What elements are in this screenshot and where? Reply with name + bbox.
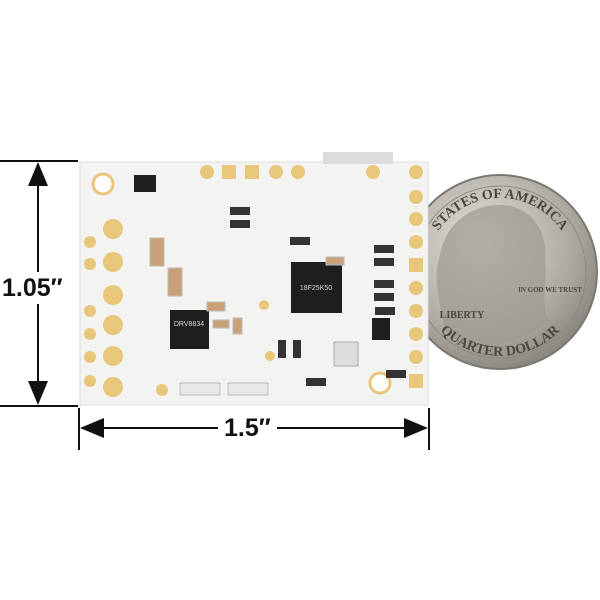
pcb-board: 18F25K50 DRV8834: [79, 152, 429, 406]
coin-liberty: LIBERTY: [440, 310, 485, 321]
driver-chip: [170, 310, 209, 349]
arrowheads: [28, 162, 428, 438]
height-dimension-label: 1.05″: [2, 272, 63, 304]
quarter-coin: STATES OF AMERICA IN GOD WE TRUST LIBERT…: [402, 174, 598, 370]
microcontroller-chip-marking: 18F25K50: [300, 285, 332, 292]
coin-motto: IN GOD WE TRUST: [518, 286, 582, 294]
width-dimension-label: 1.5″: [218, 414, 277, 442]
microcontroller-chip: [291, 262, 342, 313]
driver-chip-marking: DRV8834: [174, 321, 204, 328]
usb-connector: [323, 152, 393, 164]
